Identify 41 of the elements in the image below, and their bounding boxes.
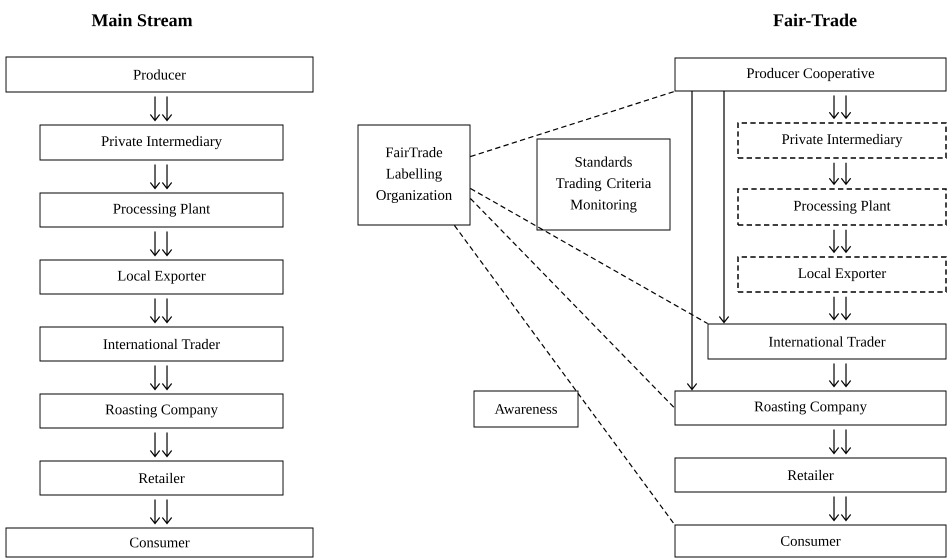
dashed-line [470,90,675,158]
process-box: Local Exporter [40,260,284,294]
arrow [718,91,730,324]
note-box: Awareness [474,390,578,428]
double-arrow [150,164,172,190]
process-box: Retailer [674,458,946,492]
double-arrow [828,162,852,186]
double-arrow [828,363,852,388]
double-arrow [150,96,172,122]
process-box: Processing Plant [40,192,284,228]
double-arrow [828,95,852,120]
column-heading: Main Stream [92,14,192,26]
double-arrow [150,298,172,324]
process-box: Local Exporter [737,256,947,293]
column-heading: Fair-Trade [773,14,857,26]
process-box: Private Intermediary [737,122,947,159]
process-box: Processing Plant [737,188,947,226]
process-box: International Trader [708,324,946,360]
dashed-line [470,198,675,408]
double-arrow [150,231,172,257]
double-arrow [828,429,852,455]
double-arrow [150,365,172,391]
process-box: Producer [6,56,314,92]
double-arrow [828,496,852,522]
double-arrow [828,296,852,321]
process-box: Private Intermediary [40,124,284,160]
dashed-line [470,188,708,324]
process-box: Roasting Company [40,394,284,428]
organization-box: FairTrade Labelling Organization [358,124,470,226]
arrow [686,91,698,391]
double-arrow [150,432,172,458]
process-box: Consumer [674,524,946,558]
double-arrow [150,499,172,525]
process-box: Roasting Company [674,390,946,426]
process-box: Retailer [40,460,284,496]
process-box: International Trader [40,326,284,362]
note-box: Standards Trading Criteria Monitoring [536,138,670,230]
process-box: Producer Cooperative [674,58,946,92]
double-arrow [828,230,852,254]
process-box: Consumer [6,528,314,558]
dashed-line [454,225,676,525]
